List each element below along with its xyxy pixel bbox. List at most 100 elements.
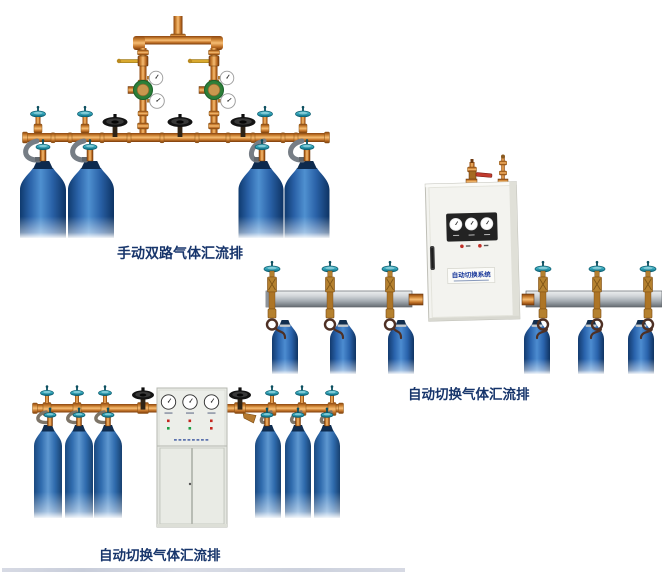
pipe-joint <box>32 402 38 414</box>
pipe-nut <box>521 293 535 306</box>
gas-cylinder <box>272 320 298 374</box>
pigtail-hose <box>535 326 548 340</box>
manifold-pipe <box>33 404 157 413</box>
pipe-joint <box>137 110 149 117</box>
connection-hose <box>94 410 107 425</box>
indicator-light <box>460 244 464 249</box>
pigtail-hose <box>274 326 287 340</box>
pipe-joint <box>208 110 220 117</box>
bottom-edge-strip <box>2 568 405 572</box>
pipe-joint <box>22 131 28 144</box>
gas-cylinder <box>285 425 311 518</box>
cylinder-valve-handwheel <box>260 412 274 418</box>
gas-cylinder <box>94 425 122 518</box>
lever-valve-handle <box>190 59 211 63</box>
cylinder-valve <box>295 416 301 427</box>
cylinder-valve <box>264 416 270 427</box>
pipe-nut <box>408 293 424 306</box>
pipe-joint <box>137 49 149 56</box>
pipe-joint <box>194 132 200 144</box>
cylinder-valve-handwheel <box>40 390 54 396</box>
pipe-joint <box>159 132 165 144</box>
pigtail-coil <box>323 318 337 331</box>
manual-dual-manifold-figure <box>20 16 330 238</box>
pigtail-hose <box>589 326 602 340</box>
cylinder-valve-handwheel <box>299 143 315 151</box>
pipe-joint <box>50 132 56 144</box>
pipe-joint <box>499 160 507 166</box>
pigtail-coil <box>641 318 655 331</box>
gas-cylinder <box>34 425 62 518</box>
caption-manual-dual-manifold: 手动双路气体汇流排 <box>117 246 243 262</box>
red-lever <box>475 172 493 178</box>
pipe-joint <box>126 132 132 144</box>
cylinder-valve <box>76 416 82 427</box>
caption-auto-switch-wall: 自动切换气体汇流排 <box>408 387 530 403</box>
connection-hose <box>36 410 49 425</box>
connection-hose <box>66 410 78 425</box>
pigtail-coil <box>536 318 550 331</box>
cabinet-label-plate <box>447 267 496 285</box>
cylinder-valve-handwheel <box>82 143 98 151</box>
pipe-joint <box>280 132 286 144</box>
pipe-joint <box>208 49 220 56</box>
pigtail-hose <box>639 326 653 340</box>
cylinder-valve-handwheel <box>72 412 86 418</box>
caption-auto-switch-floor: 自动切换气体汇流排 <box>99 548 221 564</box>
indicator-light <box>167 427 170 430</box>
cylinder-valve-handwheel <box>265 390 279 396</box>
cylinder-valve-handwheel <box>101 412 115 418</box>
cylinder-valve <box>105 416 111 427</box>
cylinder-valve-handwheel <box>98 390 112 396</box>
pipe-elbow <box>211 36 223 50</box>
indicator-light <box>188 419 192 423</box>
manifold-pipe <box>23 133 329 142</box>
cylinder-valve-handwheel <box>70 390 84 396</box>
lever-valve-handle <box>119 59 140 63</box>
valve-spout <box>242 412 257 424</box>
gas-cylinder <box>314 425 340 518</box>
pipe-joint <box>208 122 220 130</box>
gas-cylinder <box>68 161 114 238</box>
cylinder-valve <box>47 416 53 427</box>
pigtail-coil <box>590 318 604 331</box>
cylinder-valve-handwheel <box>295 390 309 396</box>
pipe-joint <box>99 132 105 144</box>
cylinder-valve <box>86 148 94 162</box>
gas-cylinder <box>330 320 356 374</box>
cylinder-valve-handwheel <box>291 412 305 418</box>
auto-switch-wall-manifold-figure: 自动切换系统 <box>263 154 662 374</box>
gas-cylinder <box>255 425 281 518</box>
gas-cylinder <box>238 161 284 238</box>
cylinder-valve-handwheel <box>254 143 270 151</box>
cylinder-valve <box>324 416 330 427</box>
gas-cylinder <box>388 320 414 374</box>
cabinet-door <box>159 447 192 525</box>
pipe-elbow <box>133 36 145 50</box>
pigtail-coil <box>383 318 397 331</box>
gas-cylinder <box>20 161 66 238</box>
cabinet-body <box>424 181 521 322</box>
pipe-joint <box>324 131 330 144</box>
pigtail-hose <box>392 326 403 340</box>
pipe-joint <box>225 132 231 144</box>
lever-valve-body <box>208 55 220 67</box>
indicator-light <box>478 243 482 248</box>
cylinder-valve <box>39 148 47 162</box>
pipe-joint <box>250 132 256 144</box>
pigtail-hose <box>332 326 345 340</box>
cylinder-valve-handwheel <box>325 390 339 396</box>
pipe-joint <box>67 132 73 144</box>
lever-valve-body <box>137 55 149 67</box>
pipe-joint <box>137 122 149 130</box>
gas-cylinder <box>284 161 330 238</box>
indicator-light <box>188 427 192 430</box>
indicator-light <box>210 419 213 423</box>
door-handle <box>188 482 192 486</box>
auto-switch-floor-manifold-figure <box>32 385 344 528</box>
cabinet-door <box>192 447 225 525</box>
pipe-joint <box>499 170 507 176</box>
indicator-light <box>210 427 213 430</box>
cabinet-label-text: 自动切换系统 <box>452 270 492 280</box>
